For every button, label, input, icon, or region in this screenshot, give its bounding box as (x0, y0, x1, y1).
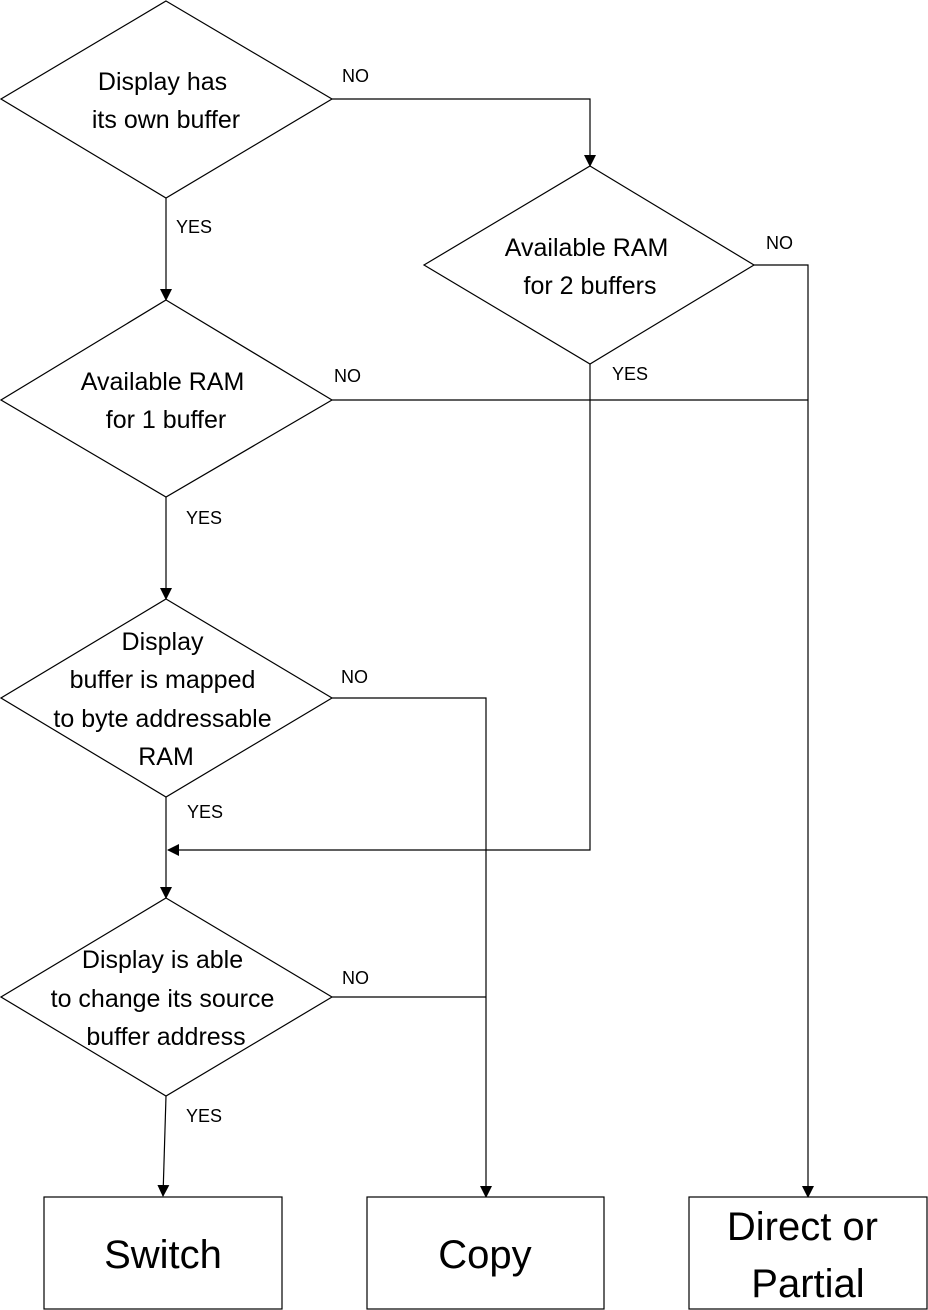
decision-change-addr-line-1: Display is able (82, 946, 243, 974)
decision-own-buffer-line-1: Display has (98, 68, 227, 96)
decision-ram-two: Available RAM for 2 buffers (422, 165, 756, 365)
result-direct: Direct or Partial (688, 1196, 928, 1310)
label-mapped-yes: YES (187, 802, 223, 822)
connector-ram-two-no (754, 264, 814, 1198)
result-switch: Switch (43, 1196, 283, 1310)
svg-text:Display is able to chang: Display is able to change its source buf… (51, 946, 282, 1051)
svg-text:Copy: Copy (438, 1233, 531, 1277)
connector-change-addr-yes (157, 1095, 170, 1197)
decision-ram-two-line-2: for 2 buffers (524, 272, 657, 300)
result-copy: Copy (366, 1196, 605, 1310)
decision-mapped: Display buffer is mapped to byte address… (0, 598, 334, 798)
label-mapped-no: NO (341, 667, 368, 687)
result-copy-label: Copy (438, 1233, 531, 1277)
svg-text:Display buffer is mapped: Display buffer is mapped to byte address… (53, 628, 278, 771)
decision-change-addr-line-2: to change its source (51, 985, 275, 1013)
decision-mapped-line-1: Display (122, 628, 204, 656)
label-own-buffer-yes: YES (176, 217, 212, 237)
label-ram-two-yes: YES (612, 364, 648, 384)
connector-own-buffer-no (332, 98, 596, 167)
svg-text:Available RAM for 2 buff: Available RAM for 2 buffers (505, 234, 675, 300)
decision-ram-one-line-2: for 1 buffer (106, 406, 226, 434)
decision-change-addr-shape (0, 897, 334, 1097)
result-direct-box (688, 1196, 928, 1310)
label-change-addr-yes: YES (186, 1106, 222, 1126)
label-own-buffer-no: NO (342, 66, 369, 86)
decision-mapped-line-4: RAM (138, 743, 194, 771)
decision-ram-two-shape (422, 165, 756, 365)
decision-ram-two-line-1: Available RAM (505, 234, 669, 262)
decision-ram-one: Available RAM for 1 buffer (0, 299, 334, 498)
result-copy-box (366, 1196, 605, 1310)
connector-mapped-no (332, 697, 492, 1198)
connectors (157, 98, 814, 1198)
result-direct-line-2: Partial (751, 1262, 864, 1306)
label-ram-one-yes: YES (186, 508, 222, 528)
svg-text:Display has its own buff: Display has its own buffer (92, 68, 240, 134)
label-ram-two-no: NO (766, 233, 793, 253)
decision-mapped-line-3: to byte addressable (53, 705, 271, 733)
connector-ram-two-yes (167, 364, 591, 856)
decision-mapped-line-2: buffer is mapped (70, 666, 256, 694)
svg-text:Available RAM for 1 buff: Available RAM for 1 buffer (81, 368, 251, 434)
decision-own-buffer-line-2: its own buffer (92, 106, 240, 134)
result-switch-box (43, 1196, 283, 1310)
label-ram-one-no: NO (334, 366, 361, 386)
decision-mapped-shape (0, 598, 334, 798)
result-switch-label: Switch (104, 1233, 222, 1277)
svg-text:Switch: Switch (104, 1233, 222, 1277)
decision-change-addr: Display is able to change its source buf… (0, 897, 334, 1097)
result-direct-line-1: Direct or (727, 1205, 878, 1249)
decision-change-addr-line-3: buffer address (86, 1023, 245, 1051)
decision-own-buffer-shape (0, 0, 334, 199)
edge-labels: NO YES NO YES NO YES NO YES NO YES (176, 66, 793, 1126)
decision-own-buffer: Display has its own buffer (0, 0, 334, 199)
svg-text:Direct or Partial: Direct or Partial (727, 1205, 889, 1306)
decision-ram-one-shape (0, 299, 334, 498)
decision-ram-one-line-1: Available RAM (81, 368, 245, 396)
label-change-addr-no: NO (342, 968, 369, 988)
